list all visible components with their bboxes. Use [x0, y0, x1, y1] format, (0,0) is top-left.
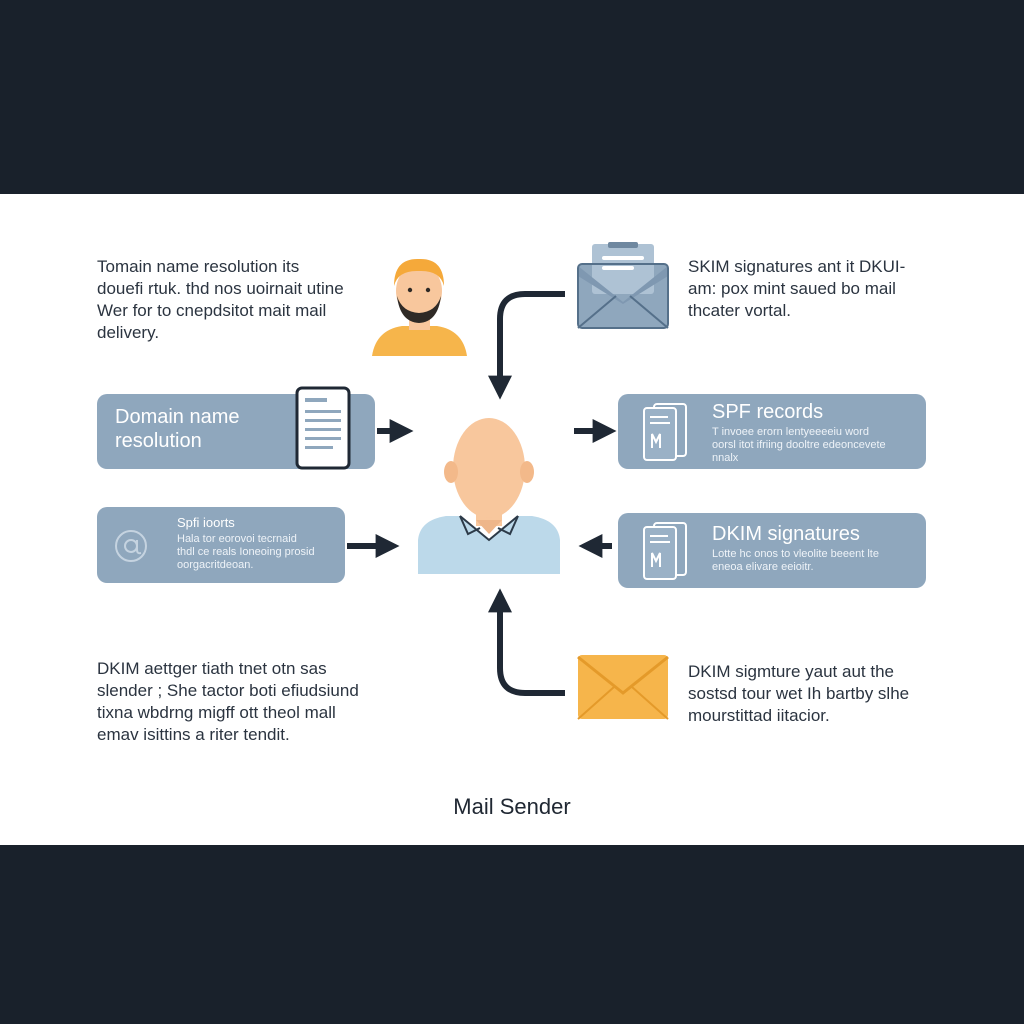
note-line: SKIM signatures ant it DKUI- [688, 257, 906, 276]
note-bottom-right: DKIM sigmture yaut aut the sostsd tour w… [688, 661, 909, 727]
note-line: emav isittins a riter tendit. [97, 725, 290, 744]
card-description: Lotte hc onos to vleolite beeent lte ene… [712, 548, 879, 574]
card-title-line: Domain name [115, 406, 240, 428]
card-spf-records: SPF records T invoee erorn lentyeeeeiu w… [618, 394, 926, 469]
card-description: T invoee erorn lentyeeeeiu word oorsl it… [712, 426, 886, 465]
mail-sender-label: Mail Sender [453, 794, 571, 819]
note-line: Tomain name resolution its [97, 257, 300, 276]
card-spf-ports: Spfi ioorts Hala tor eorovoi tecrnaid th… [97, 507, 345, 583]
note-top-right: SKIM signatures ant it DKUI- am: pox min… [688, 256, 905, 322]
note-line: delivery. [97, 323, 160, 342]
note-line: DKIM aettger tiath tnet otn sas [97, 659, 327, 678]
card-title: Spfi ioorts [177, 515, 235, 530]
card-dkim-signatures: DKIM signatures Lotte hc onos to vleolit… [618, 513, 926, 588]
note-line: Wer for to cnepdsitot mait mail [97, 301, 327, 320]
arrow-from-open-envelope [488, 291, 565, 400]
card-desc-line: nnalx [712, 452, 739, 464]
note-bottom-left: DKIM aettger tiath tnet otn sas slender … [97, 658, 359, 746]
card-desc-line: Hala tor eorovoi tecrnaid [177, 533, 297, 545]
note-top-left: Tomain name resolution its douefi rtuk. … [97, 256, 344, 344]
note-line: thcater vortal. [688, 301, 791, 320]
note-line: DKIM sigmture yaut aut the [688, 662, 894, 681]
document-icon [295, 386, 351, 470]
card-title: DKIM signatures [712, 523, 860, 545]
note-line: tixna wbdrng migff ott theol mall [97, 703, 336, 722]
user-avatar-icon [372, 258, 467, 356]
note-line: sostsd tour wet Ih bartby slhe [688, 684, 910, 703]
card-title: SPF records [712, 401, 824, 423]
card-desc-line: thdl ce reals Ioneoing prosid [177, 546, 315, 558]
card-desc-line: T invoee erorn lentyeeeeiu word [712, 426, 869, 438]
card-desc-line: Lotte hc onos to vleolite beeent lte [712, 548, 879, 560]
document-pair-icon [643, 522, 687, 580]
connector-arrows [347, 291, 617, 696]
note-line: mourstittad iitacior. [688, 706, 830, 725]
arrow-from-closed-envelope [488, 588, 565, 696]
note-line: slender ; She tactor boti efiudsiund [97, 681, 359, 700]
at-sign-icon [115, 530, 147, 562]
document-pair-icon [643, 403, 687, 461]
closed-envelope-icon [577, 655, 669, 720]
open-envelope-icon [577, 242, 669, 329]
card-title: Domain name resolution [115, 405, 240, 453]
card-title-line: resolution [115, 430, 202, 452]
card-description: Hala tor eorovoi tecrnaid thdl ce reals … [177, 533, 315, 572]
note-line: douefi rtuk. thd nos uoirnait utine [97, 279, 344, 298]
card-desc-line: oorsl itot ifriing dooltre edeoncevete [712, 439, 886, 451]
card-desc-line: eneoa elivare eeioitr. [712, 561, 814, 573]
card-desc-line: oorgacritdeoan. [177, 559, 254, 571]
mail-sender-person-icon [418, 418, 560, 574]
diagram-canvas: Tomain name resolution its douefi rtuk. … [0, 194, 1024, 845]
note-line: am: pox mint saued bo mail [688, 279, 896, 298]
